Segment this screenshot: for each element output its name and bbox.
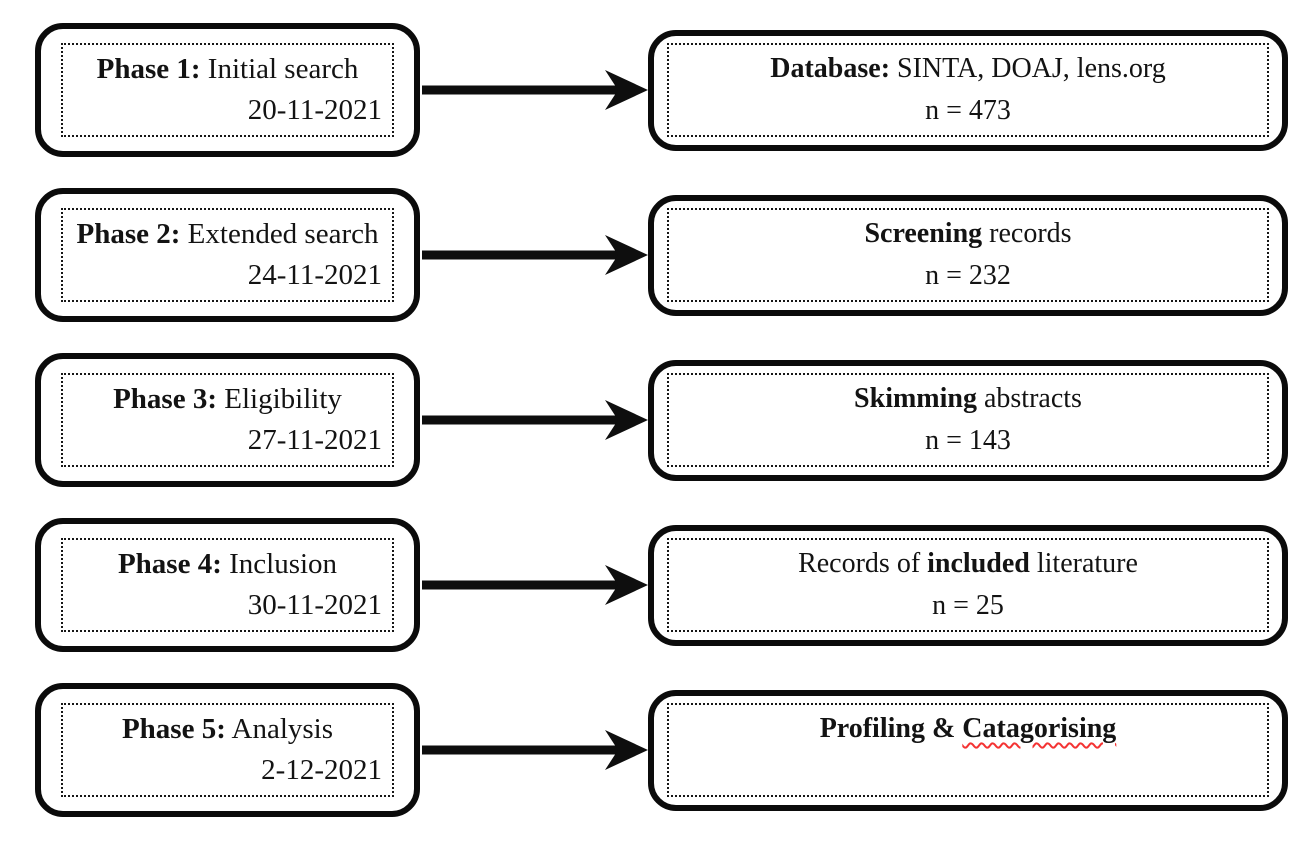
- phase-box-4-inner: Phase 4: Inclusion 30-11-2021: [61, 538, 394, 632]
- phase-box-1: Phase 1: Initial search 20-11-2021: [35, 23, 420, 157]
- result-box-4-inner: Records of included literature n = 25: [667, 538, 1269, 632]
- result-title: Records of included literature: [798, 548, 1138, 579]
- phase-name: Initial search: [200, 53, 359, 85]
- result-title: Skimming abstracts: [854, 383, 1082, 414]
- phase-name: Inclusion: [221, 548, 338, 580]
- phase-title: Phase 1: Initial search: [73, 49, 382, 90]
- phase-row-2: Phase 2: Extended search 24-11-2021 Scre…: [35, 187, 1288, 323]
- phase-date: 20-11-2021: [247, 94, 382, 126]
- right-arrow-icon: [422, 400, 648, 440]
- result-count: [677, 750, 1259, 792]
- phase-row-4: Phase 4: Inclusion 30-11-2021 Records of…: [35, 517, 1288, 653]
- phase-label: Phase 3:: [113, 383, 218, 415]
- result-box-1-inner: Database: SINTA, DOAJ, lens.org n = 473: [667, 43, 1269, 137]
- result-box-3-inner: Skimming abstracts n = 143: [667, 373, 1269, 467]
- result-count: n = 143: [925, 425, 1011, 456]
- result-box-1: Database: SINTA, DOAJ, lens.org n = 473: [648, 29, 1288, 151]
- flow-arrow-3: [420, 397, 648, 443]
- phase-row-3: Phase 3: Eligibility 27-11-2021 Skimming…: [35, 352, 1288, 488]
- phase-title: Phase 2: Extended search: [73, 214, 382, 255]
- right-arrow-icon: [422, 730, 648, 770]
- right-arrow-icon: [422, 235, 648, 275]
- phase-box-2: Phase 2: Extended search 24-11-2021: [35, 188, 420, 322]
- phase-title: Phase 4: Inclusion: [73, 544, 382, 585]
- phase-label: Phase 4:: [117, 548, 222, 580]
- misspelled-word: Catagorising: [962, 713, 1117, 744]
- phase-box-2-inner: Phase 2: Extended search 24-11-2021: [61, 208, 394, 302]
- phase-box-5: Phase 5: Analysis 2-12-2021: [35, 683, 420, 817]
- result-box-4: Records of included literature n = 25: [648, 524, 1288, 646]
- result-box-2: Screening records n = 232: [648, 194, 1288, 316]
- phase-label: Phase 2:: [76, 218, 181, 250]
- right-arrow-icon: [422, 70, 648, 110]
- phase-box-4: Phase 4: Inclusion 30-11-2021: [35, 518, 420, 652]
- phase-title: Phase 5: Analysis: [73, 709, 382, 750]
- result-title: Profiling & Catagorising: [819, 713, 1117, 744]
- phase-name: Extended search: [180, 218, 379, 250]
- phase-name: Eligibility: [217, 383, 342, 415]
- flow-arrow-1: [420, 67, 648, 113]
- result-box-2-inner: Screening records n = 232: [667, 208, 1269, 302]
- flow-arrow-4: [420, 562, 648, 608]
- flowchart-page: Phase 1: Initial search 20-11-2021 Datab…: [35, 22, 1288, 818]
- phase-date: 27-11-2021: [247, 424, 382, 456]
- phase-box-1-inner: Phase 1: Initial search 20-11-2021: [61, 43, 394, 137]
- right-arrow-icon: [422, 565, 648, 605]
- result-count: n = 473: [925, 95, 1011, 126]
- result-count: n = 232: [925, 260, 1011, 291]
- phase-label: Phase 5:: [121, 713, 226, 745]
- result-count: n = 25: [932, 590, 1004, 621]
- phase-date: 24-11-2021: [247, 259, 382, 291]
- phase-date: 2-12-2021: [261, 754, 382, 786]
- result-title: Screening records: [864, 218, 1072, 249]
- phase-label: Phase 1:: [96, 53, 201, 85]
- result-box-5: Profiling & Catagorising: [648, 689, 1288, 811]
- result-title: Database: SINTA, DOAJ, lens.org: [770, 53, 1166, 84]
- flow-arrow-5: [420, 727, 648, 773]
- result-box-3: Skimming abstracts n = 143: [648, 359, 1288, 481]
- phase-box-3: Phase 3: Eligibility 27-11-2021: [35, 353, 420, 487]
- phase-title: Phase 3: Eligibility: [73, 379, 382, 420]
- phase-name: Analysis: [225, 713, 334, 745]
- phase-row-1: Phase 1: Initial search 20-11-2021 Datab…: [35, 22, 1288, 158]
- flow-arrow-2: [420, 232, 648, 278]
- phase-date: 30-11-2021: [247, 589, 382, 621]
- result-box-5-inner: Profiling & Catagorising: [667, 703, 1269, 797]
- phase-box-5-inner: Phase 5: Analysis 2-12-2021: [61, 703, 394, 797]
- phase-box-3-inner: Phase 3: Eligibility 27-11-2021: [61, 373, 394, 467]
- phase-row-5: Phase 5: Analysis 2-12-2021 Profiling & …: [35, 682, 1288, 818]
